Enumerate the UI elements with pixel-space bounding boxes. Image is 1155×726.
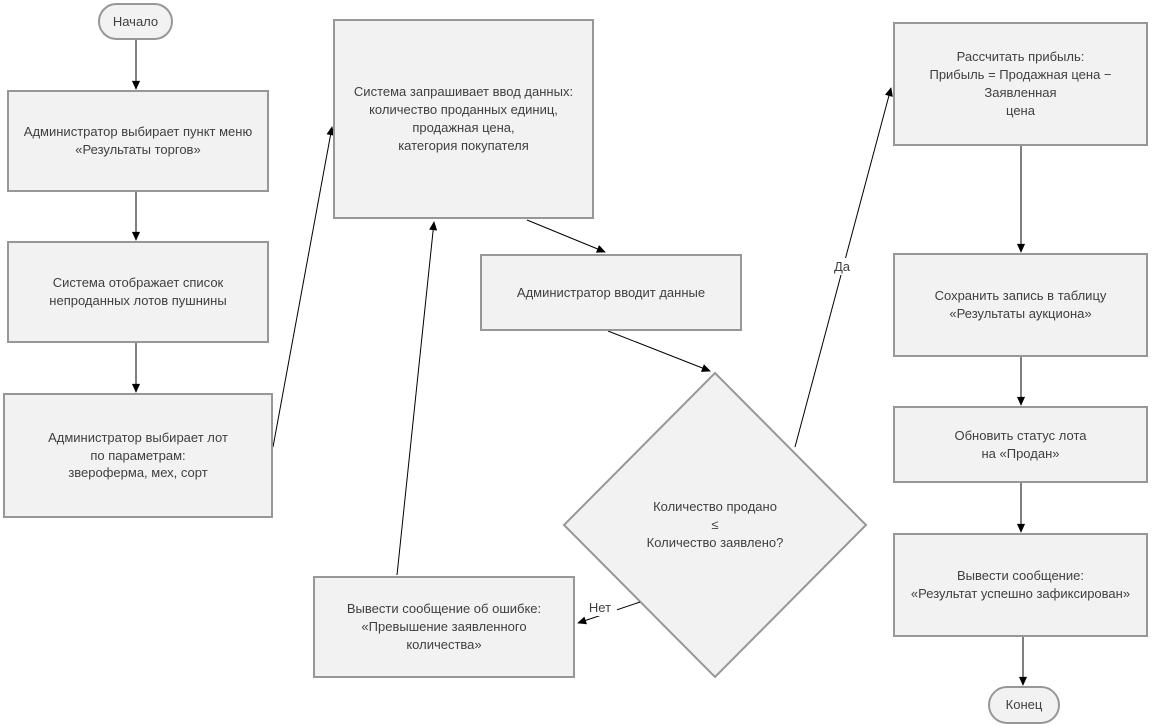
process-select-menu: Администратор выбирает пункт меню «Резул… (7, 90, 269, 192)
process-success-message: Вывести сообщение: «Результат успешно за… (893, 533, 1148, 637)
process-save-record: Сохранить запись в таблицу «Результаты а… (893, 253, 1148, 357)
process-request-input: Система запрашивает ввод данных: количес… (333, 19, 594, 219)
arrow-enter-data-to-decision (607, 330, 711, 372)
process-error-message: Вывести сообщение об ошибке: «Превышение… (313, 576, 575, 678)
arrow-request-input-to-enter-data (526, 219, 606, 253)
decision-quantity-check: Количество продано ≤ Количество заявлено… (646, 499, 784, 550)
process-calc-profit: Рассчитать прибыль: Прибыль = Продажная … (893, 22, 1148, 146)
process-enter-data: Администратор вводит данные (480, 254, 742, 331)
process-select-lot: Администратор выбирает лот по параметрам… (3, 393, 273, 518)
arrow-error-message-to-request-input (396, 221, 438, 576)
process-show-list: Система отображает список непроданных ло… (7, 241, 269, 343)
start-terminator: Начало (98, 3, 173, 40)
end-terminator: Конец (988, 686, 1060, 724)
process-update-status: Обновить статус лота на «Продан» (893, 406, 1148, 483)
arrow-select-lot-to-request-input (272, 126, 335, 448)
edge-label-no: Нет (583, 599, 617, 616)
edge-label-yes: Да (826, 258, 858, 275)
decision-diamond-shape (562, 371, 868, 679)
